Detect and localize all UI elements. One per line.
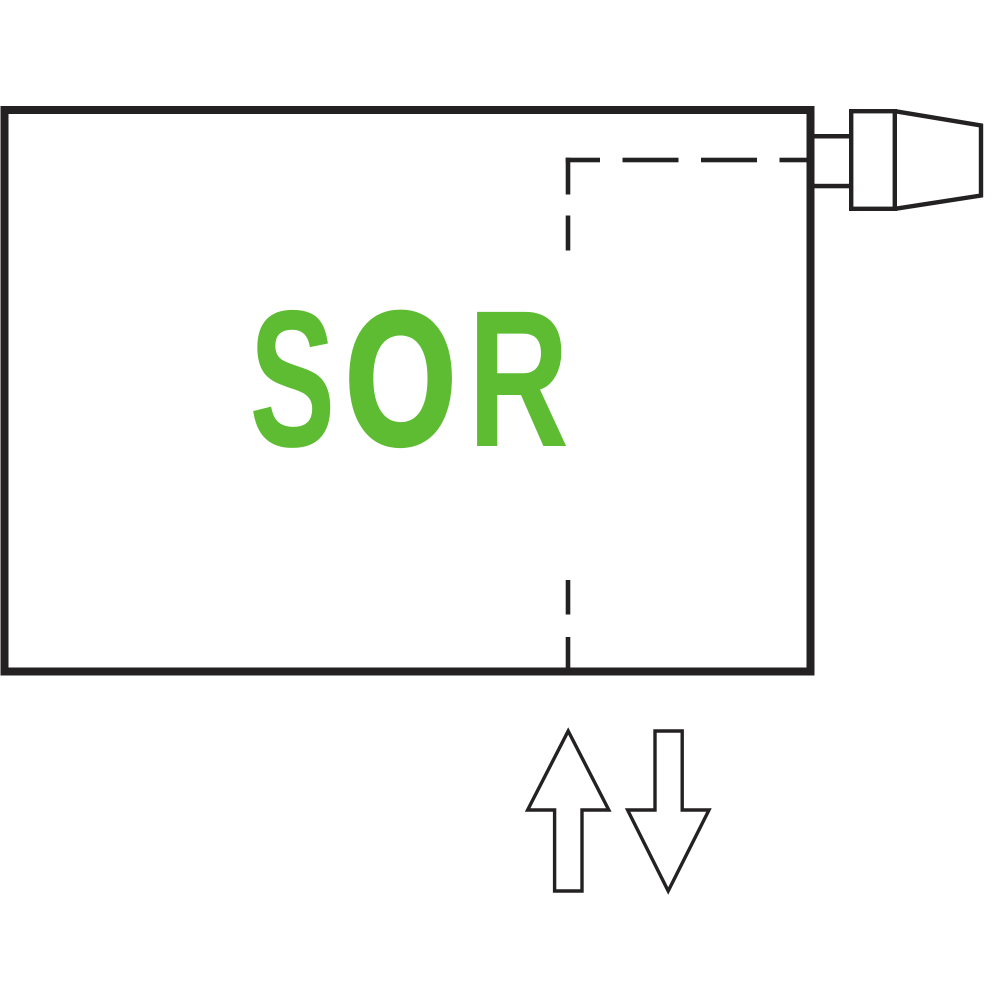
svg-text:R: R <box>468 269 569 487</box>
svg-text:O: O <box>345 272 456 484</box>
svg-text:S: S <box>249 270 335 487</box>
